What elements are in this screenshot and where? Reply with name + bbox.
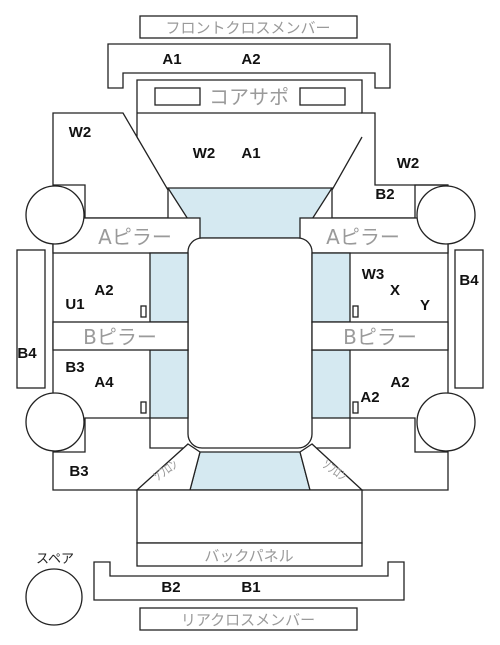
core-support-right-tab <box>299 87 346 106</box>
core-support-left-tab <box>154 87 201 106</box>
roof <box>187 237 313 449</box>
b-pillar-band-left <box>52 321 189 351</box>
b-pillar-label-left: Bピラー <box>83 325 157 349</box>
front-bumper-bracket <box>107 43 391 89</box>
left-front-door-handle <box>140 305 147 318</box>
spare-tire <box>25 568 83 626</box>
left-side-sill <box>16 249 46 389</box>
rear-cross-member-label: リアクロスメンバー <box>181 611 315 629</box>
rating-right-front-door-w: W3 <box>362 266 385 283</box>
rating-hood-right: A1 <box>241 145 260 162</box>
wheel-rear-left <box>25 392 85 452</box>
rating-right-rear-door-a-upper: A2 <box>390 374 409 391</box>
b-pillar-label-right: Bピラー <box>343 325 417 349</box>
rating-right-rear-door-a-lower: A2 <box>360 389 379 406</box>
rating-right-fender: W2 <box>397 155 420 172</box>
left-rear-door-handle <box>140 401 147 414</box>
back-panel-label: バックパネル <box>204 547 293 565</box>
rear-window <box>189 451 311 491</box>
rating-left-front-door-u: U1 <box>65 296 84 313</box>
right-front-window <box>311 252 351 323</box>
rating-left-side-sill: B4 <box>17 345 37 362</box>
rating-left-fender: W2 <box>69 124 92 141</box>
wheel-front-left <box>25 185 85 245</box>
rating-front-cm-right: A2 <box>241 51 260 68</box>
rating-rear-cm-left: B2 <box>161 579 180 596</box>
rear-bumper-bracket <box>93 561 405 601</box>
rating-right-front-door-y: Y <box>420 297 430 314</box>
rating-front-cm-left: A1 <box>162 51 181 68</box>
left-front-window <box>149 252 189 323</box>
rating-right-front-door-x: X <box>390 282 400 299</box>
rating-right-side-sill: B4 <box>459 272 479 289</box>
rear-cross-member-box <box>139 607 358 631</box>
rating-hood-left: W2 <box>193 145 216 162</box>
wheel-rear-right <box>416 392 476 452</box>
right-side-sill <box>454 249 484 389</box>
rating-left-front-door-a: A2 <box>94 282 113 299</box>
rating-left-rear-door-a: A4 <box>94 374 114 391</box>
back-panel-box <box>136 542 363 567</box>
right-quarter-line <box>312 417 448 453</box>
rating-rear-cm-right: B1 <box>241 579 260 596</box>
trunk <box>136 489 363 544</box>
right-front-door-handle <box>352 305 359 318</box>
spare-label: スペア <box>36 552 74 567</box>
right-rear-door-handle <box>352 401 359 414</box>
wheel-front-right <box>416 185 476 245</box>
left-rear-window <box>149 349 189 419</box>
front-cross-member-box <box>139 15 358 39</box>
a-pillar-label-right: Aピラー <box>326 225 400 249</box>
right-rear-window <box>311 349 351 419</box>
rating-right-fender-b: B2 <box>375 186 394 203</box>
b-pillar-band-right <box>311 321 449 351</box>
core-support-label: コアサポ <box>209 85 289 109</box>
front-cross-member-label: フロントクロスメンバー <box>165 19 330 37</box>
rating-left-rear-door-b: B3 <box>65 359 84 376</box>
left-quarter-line <box>53 417 188 453</box>
a-pillar-label-left: Aピラー <box>98 225 172 249</box>
rating-left-quarter: B3 <box>69 463 88 480</box>
